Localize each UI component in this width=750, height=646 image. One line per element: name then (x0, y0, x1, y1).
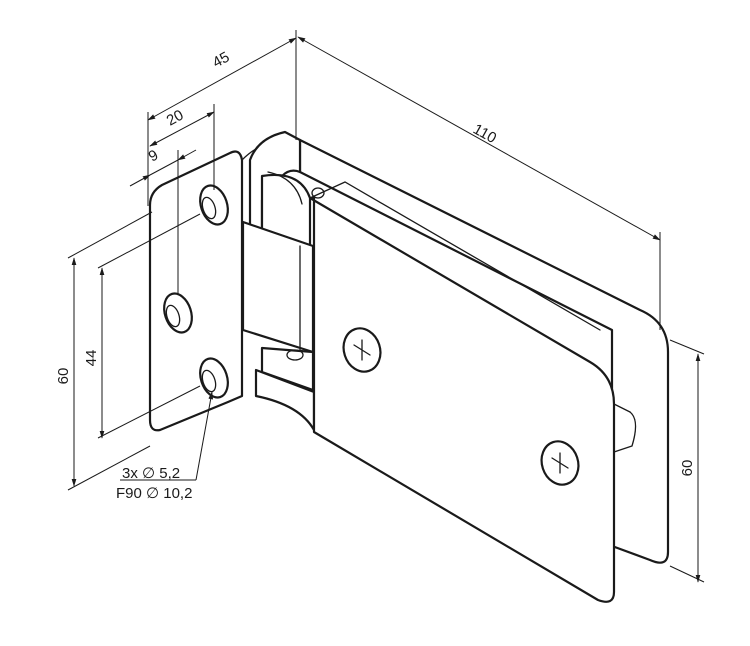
mounting-hole-middle (163, 292, 193, 334)
dimension-60-right: 60 (669, 339, 705, 583)
dimension-20: 20 (149, 104, 215, 190)
mounting-hole-top (199, 184, 229, 226)
dimension-44-label: 44 (83, 350, 100, 367)
hole-callout-line2: F90 ∅ 10,2 (116, 485, 192, 502)
dimension-110-label: 110 (470, 121, 499, 147)
hinge-knuckle (241, 130, 316, 432)
dimension-44: 44 (83, 213, 201, 439)
dimension-60-left-label: 60 (55, 368, 72, 385)
dimension-60-right-label: 60 (679, 460, 696, 477)
dimension-60-left: 60 (55, 211, 153, 491)
screw-lower (540, 440, 580, 486)
dimension-20-label: 20 (164, 107, 187, 130)
screw-upper (342, 327, 382, 373)
dimension-45-label: 45 (210, 49, 233, 72)
wall-plate (148, 145, 263, 432)
hole-callout-line1: 3x ∅ 5,2 (122, 465, 180, 482)
dimension-45: 45 (147, 30, 297, 206)
hole-callout: 3x ∅ 5,2 F90 ∅ 10,2 (116, 391, 214, 502)
